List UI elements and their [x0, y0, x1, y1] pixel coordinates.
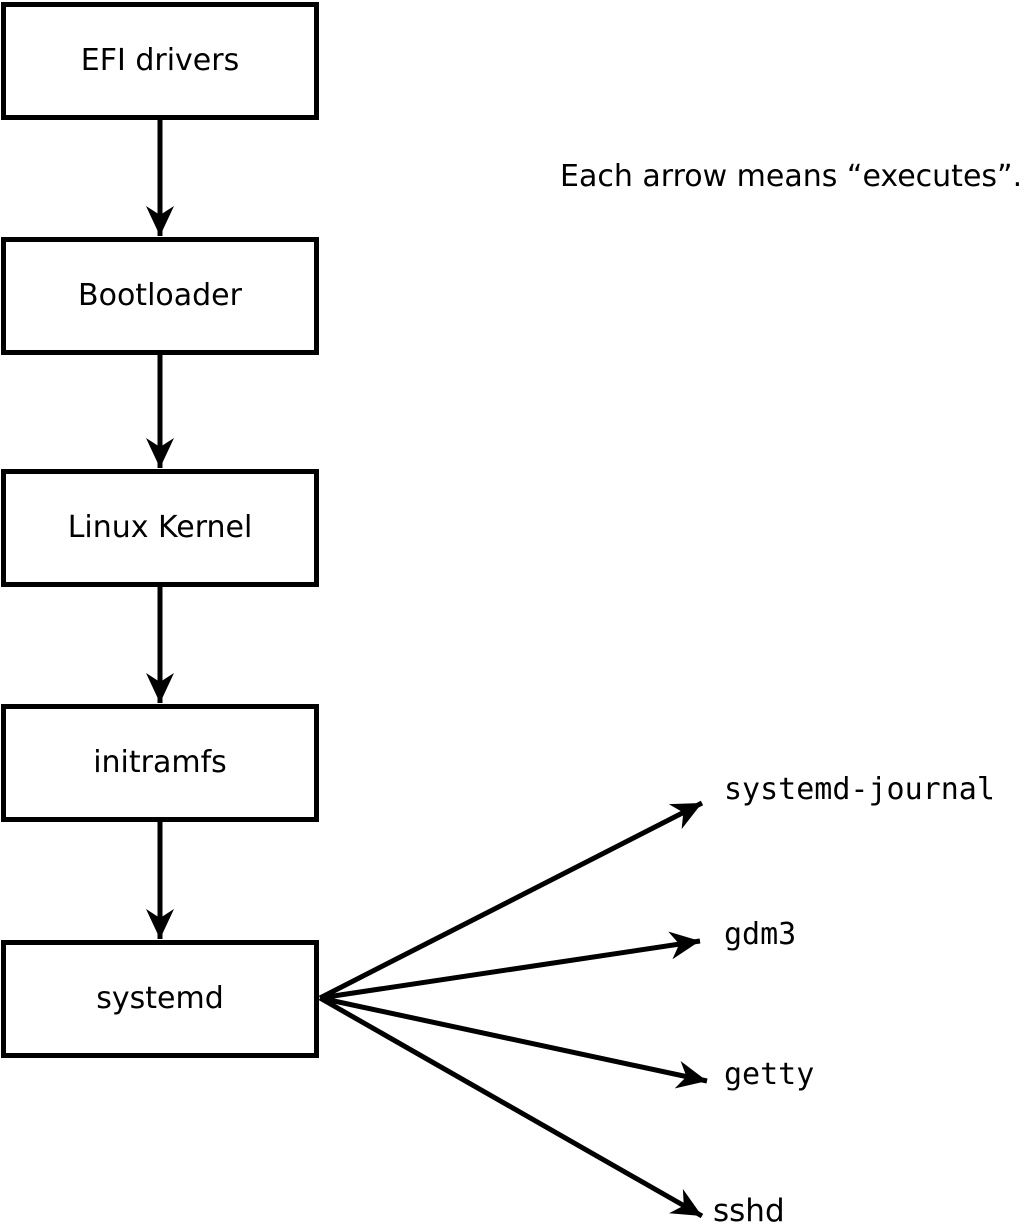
arrow-meaning-caption: Each arrow means “executes”.: [560, 159, 1023, 194]
arrow-systemd-to-journal: [318, 800, 704, 1001]
box-efi-drivers: EFI drivers: [1, 2, 319, 120]
label-sshd: sshd: [713, 1193, 785, 1229]
box-systemd-label: systemd: [96, 981, 224, 1016]
arrow-systemd-to-getty: [319, 995, 708, 1089]
label-gdm3: gdm3: [724, 917, 797, 952]
box-systemd: systemd: [1, 940, 319, 1058]
box-bootloader-label: Bootloader: [78, 278, 242, 313]
box-initramfs-label: initramfs: [93, 745, 227, 780]
label-getty: getty: [724, 1057, 815, 1092]
box-efi-drivers-label: EFI drivers: [80, 43, 240, 78]
box-linux-kernel: Linux Kernel: [1, 469, 319, 587]
box-initramfs: initramfs: [1, 704, 319, 822]
arrow-systemd-to-gdm3: [319, 931, 701, 1001]
label-systemd-journal: systemd-journal: [724, 772, 995, 807]
box-bootloader: Bootloader: [1, 237, 319, 355]
box-linux-kernel-label: Linux Kernel: [67, 510, 253, 545]
arrow-systemd-to-sshd: [318, 995, 704, 1219]
